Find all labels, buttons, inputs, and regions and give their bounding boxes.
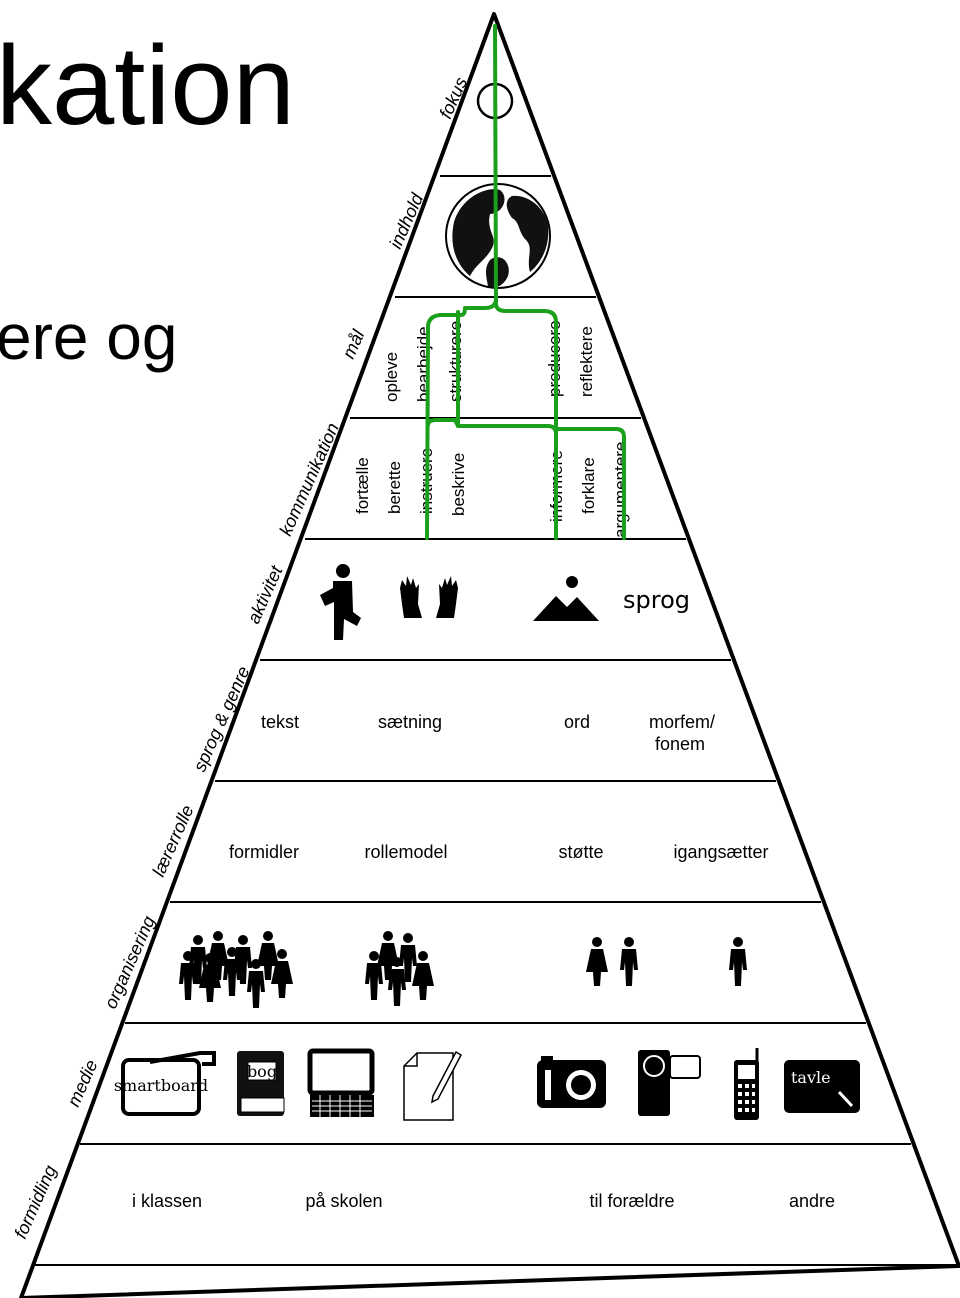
sprog-item-fonem: fonem — [655, 734, 705, 754]
laererrolle-item-rollemodel: rollemodel — [364, 842, 447, 862]
formidling-item-til-foraeldre: til forældre — [589, 1191, 674, 1211]
camera-icon — [537, 1056, 606, 1108]
kommunikation-item-beskrive: beskrive — [449, 453, 468, 516]
selected-path — [425, 24, 626, 540]
maal-item-reflektere: reflektere — [577, 326, 596, 397]
book-icon: bog — [237, 1051, 285, 1116]
kommunikation-item-fortaelle: fortælle — [353, 457, 372, 514]
slide-subtitle: ere og — [0, 301, 178, 373]
laererrolle-item-stotte: støtte — [558, 842, 603, 862]
level-dividers — [35, 175, 956, 1266]
smartboard-label: smartboard — [114, 1076, 208, 1095]
blackboard-icon: tavle — [784, 1060, 860, 1113]
blackboard-label: tavle — [791, 1068, 831, 1087]
sprog-item-ord: ord — [564, 712, 590, 732]
kommunikation-item-argumentere: argumentere — [611, 442, 630, 538]
sprog-item-saetning: sætning — [378, 712, 442, 732]
paper-pencil-icon — [403, 1050, 462, 1121]
hands-icon — [400, 576, 458, 618]
laererrolle-item-formidler: formidler — [229, 842, 299, 862]
maal-item-opleve: opleve — [382, 352, 401, 402]
maal-item-strukturere: strukturere — [446, 321, 465, 402]
kommunikation-item-forklare: forklare — [579, 457, 598, 514]
globe-icon — [445, 183, 551, 289]
sprog-item-morfem: morfem/ — [649, 712, 715, 732]
formidling-item-andre: andre — [789, 1191, 835, 1211]
maal-item-bearbejde: bearbejde — [414, 326, 433, 402]
mobile-phone-icon — [734, 1048, 759, 1120]
formidling-item-paa-skolen: på skolen — [305, 1191, 382, 1211]
sprog-item-tekst: tekst — [261, 712, 299, 732]
level-label-maal: mål — [338, 326, 368, 362]
smartboard-icon: smartboard — [114, 1051, 216, 1116]
kommunikation-item-berette: berette — [385, 461, 404, 514]
mountain-icon — [533, 576, 599, 621]
book-label: bog — [247, 1062, 277, 1081]
aktivitet-sprog-label: sprog — [623, 586, 690, 614]
formidling-item-i-klassen: i klassen — [132, 1191, 202, 1211]
kneeling-figure-icon — [320, 564, 361, 640]
video-camera-icon — [638, 1050, 701, 1116]
slide-title: kation — [0, 23, 295, 148]
laererrolle-item-igangsaetter: igangsætter — [673, 842, 768, 862]
computer-icon — [307, 1048, 375, 1117]
